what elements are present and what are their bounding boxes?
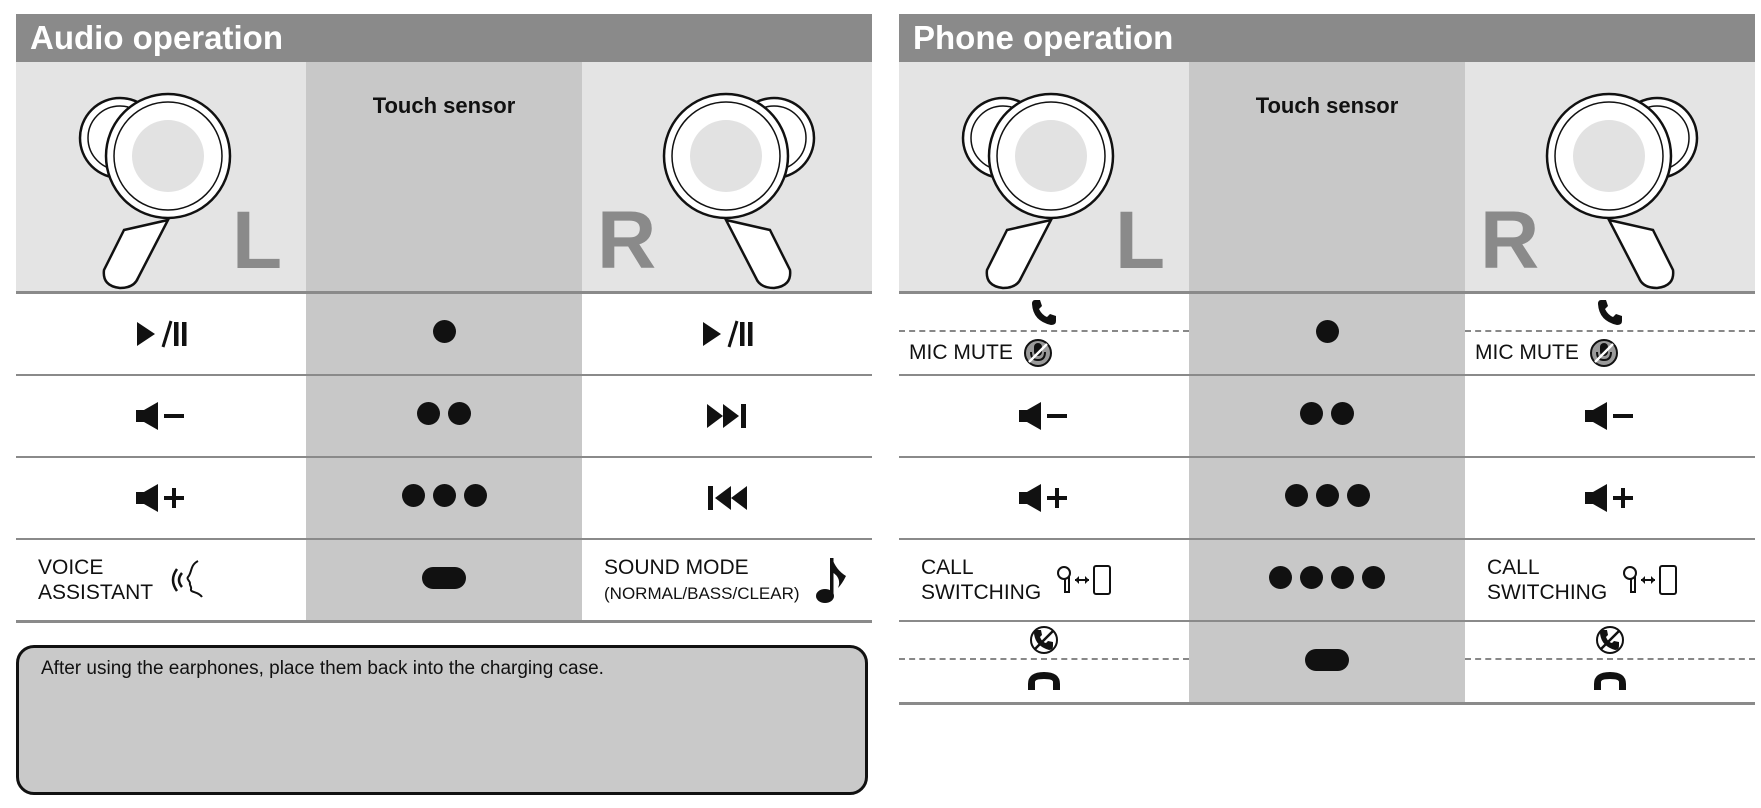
tap-count	[1189, 457, 1465, 540]
volume-down-icon	[1585, 402, 1633, 430]
call-switching-line-1: CALL	[921, 556, 974, 579]
volume-down-icon	[1019, 402, 1067, 430]
right-side-letter: R	[1480, 195, 1540, 286]
end-call-icon	[1028, 672, 1060, 690]
mic-mute-label: MIC MUTE	[909, 341, 1013, 364]
left-action	[899, 457, 1189, 540]
voice-assistant-icon	[171, 560, 203, 598]
care-note-text: After using the earphones, place them ba…	[41, 658, 604, 679]
reject-call-icon	[1030, 626, 1058, 654]
volume-up-icon	[136, 484, 184, 512]
table-row	[16, 294, 872, 376]
left-action	[899, 621, 1189, 705]
right-action	[582, 457, 872, 540]
right-side-letter: R	[597, 195, 657, 286]
next-track-icon	[707, 404, 746, 428]
call-switching-icon	[1622, 565, 1677, 595]
right-earbud-icon	[662, 92, 816, 290]
right-action	[582, 294, 872, 376]
voice-label-line-2: ASSISTANT	[38, 581, 154, 604]
touch-sensor-column	[1189, 62, 1465, 294]
reject-call-icon	[1596, 626, 1624, 654]
previous-track-icon	[708, 486, 747, 510]
play-pause-icon	[703, 320, 753, 348]
audio-panel-title: Audio operation	[16, 14, 872, 62]
table-row	[16, 457, 872, 540]
phone-panel-title: Phone operation	[899, 14, 1755, 62]
table-row	[16, 375, 872, 458]
left-side-letter: L	[232, 195, 283, 286]
tap-count	[306, 375, 582, 458]
tap-count	[306, 294, 582, 376]
right-action: SOUND MODE (NORMAL/BASS/CLEAR)	[582, 539, 872, 623]
right-action: MIC MUTE	[1465, 294, 1755, 376]
mic-mute-icon	[1023, 339, 1052, 367]
right-action	[1465, 375, 1755, 458]
mic-mute-label: MIC MUTE	[1475, 341, 1579, 364]
left-action	[16, 375, 306, 458]
tap-count	[1189, 539, 1465, 622]
call-switching-line-2: SWITCHING	[1487, 581, 1608, 604]
sound-mode-options: (NORMAL/BASS/CLEAR)	[604, 583, 800, 603]
tap-count	[306, 457, 582, 540]
call-switching-line-1: CALL	[1487, 556, 1540, 579]
right-action	[1465, 457, 1755, 540]
left-action: CALL SWITCHING	[899, 539, 1189, 622]
right-action: CALL SWITCHING	[1465, 539, 1755, 622]
end-call-icon	[1594, 672, 1626, 690]
left-action	[16, 294, 306, 376]
right-earbud-icon	[1545, 92, 1699, 290]
left-action: VOICE ASSISTANT	[16, 539, 306, 623]
audio-operation-panel: Audio operation Touch sensor L R	[16, 14, 872, 623]
care-note: After using the earphones, place them ba…	[16, 645, 868, 795]
table-row: VOICE ASSISTANT SOUND MODE (NORMAL/BASS/…	[16, 539, 872, 623]
audio-hero: Touch sensor L R	[16, 62, 872, 294]
answer-call-icon	[1598, 300, 1622, 325]
tap-count	[1189, 294, 1465, 376]
table-row	[899, 457, 1755, 540]
table-row	[899, 375, 1755, 458]
phone-operation-table: MIC MUTE MIC MUTE	[899, 294, 1755, 705]
table-row	[899, 621, 1755, 705]
left-action	[899, 375, 1189, 458]
play-pause-icon	[137, 320, 187, 348]
phone-operation-panel: Phone operation Touch sensor L R	[899, 14, 1755, 705]
right-action	[1465, 621, 1755, 705]
table-row: MIC MUTE MIC MUTE	[899, 294, 1755, 376]
volume-down-icon	[136, 402, 184, 430]
touch-sensor-column	[306, 62, 582, 294]
left-earbud-icon	[78, 92, 232, 290]
left-action: MIC MUTE	[899, 294, 1189, 376]
answer-call-icon	[1032, 300, 1056, 325]
voice-label-line-1: VOICE	[38, 556, 104, 579]
volume-up-icon	[1019, 484, 1067, 512]
left-earbud-icon	[961, 92, 1115, 290]
hold-gesture	[306, 539, 582, 623]
audio-operation-table: VOICE ASSISTANT SOUND MODE (NORMAL/BASS/…	[16, 294, 872, 623]
table-row: CALL SWITCHING CALL SWITCHING	[899, 539, 1755, 622]
sound-mode-label: SOUND MODE	[604, 555, 749, 579]
right-action	[582, 375, 872, 458]
hold-gesture	[1189, 621, 1465, 705]
tap-count	[1189, 375, 1465, 458]
left-action	[16, 457, 306, 540]
call-switching-icon	[1056, 565, 1111, 595]
music-note-icon	[816, 558, 846, 603]
left-side-letter: L	[1115, 195, 1166, 286]
call-switching-line-2: SWITCHING	[921, 581, 1042, 604]
mic-mute-icon	[1589, 339, 1618, 367]
touch-sensor-label: Touch sensor	[372, 93, 516, 118]
touch-sensor-label: Touch sensor	[1255, 93, 1399, 118]
volume-up-icon	[1585, 484, 1633, 512]
phone-hero: Touch sensor L R	[899, 62, 1755, 294]
